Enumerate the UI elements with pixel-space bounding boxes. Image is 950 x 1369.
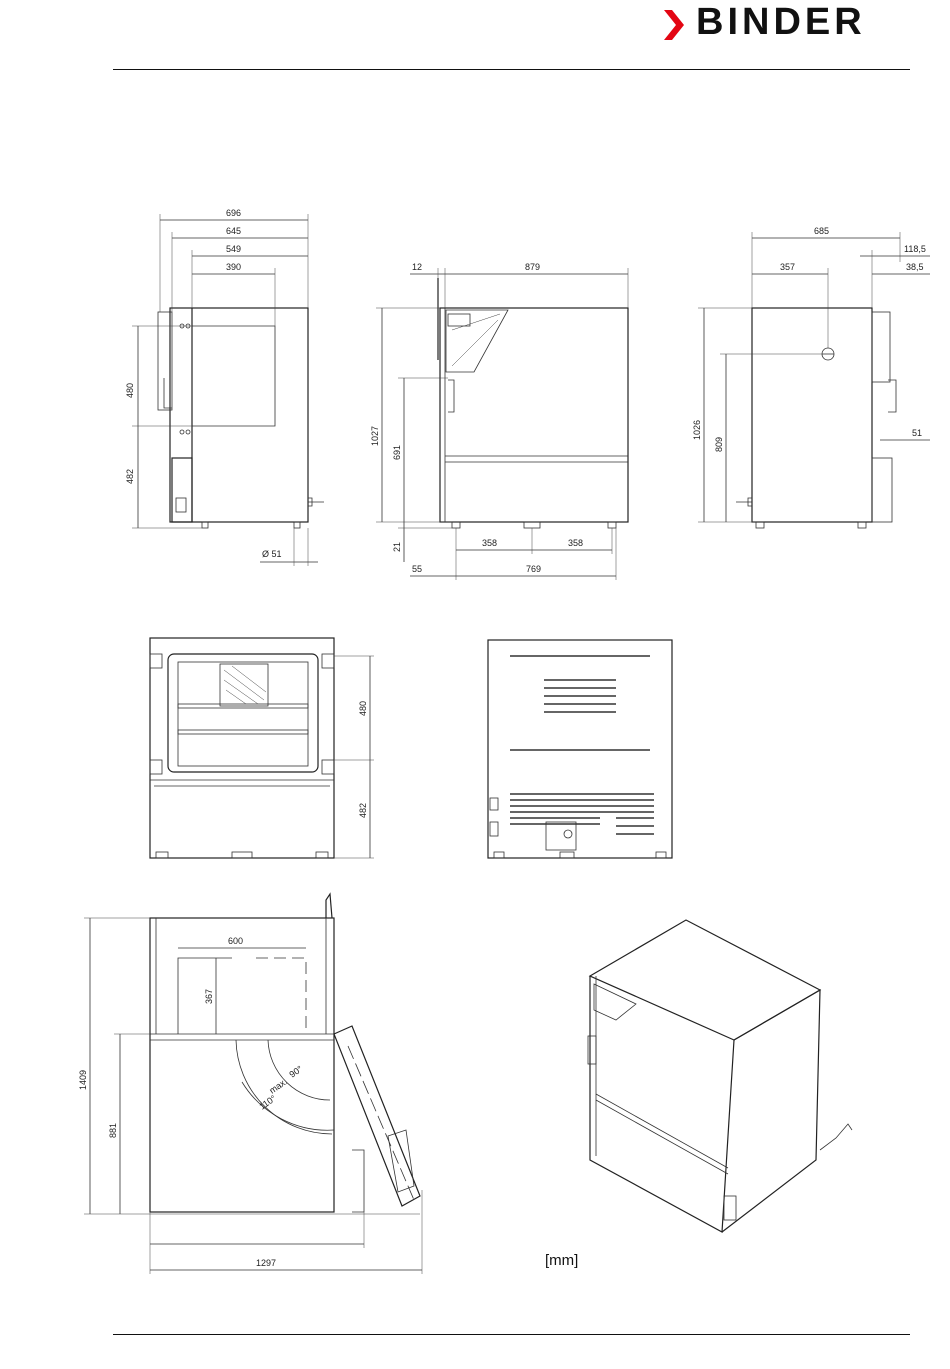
rear-width-51: 51 bbox=[912, 428, 922, 438]
front-height-480: 480 bbox=[125, 383, 135, 398]
rear-width-118-5: 118,5 bbox=[904, 244, 926, 254]
rear-height-1026: 1026 bbox=[692, 420, 702, 440]
angle-110: 110° bbox=[257, 1093, 278, 1112]
side-height-21: 21 bbox=[392, 542, 402, 552]
side-foot-span-769: 769 bbox=[526, 564, 541, 574]
open-door-outline bbox=[334, 1026, 420, 1206]
rear-width-685: 685 bbox=[814, 226, 829, 236]
top-inner-width-600: 600 bbox=[228, 936, 243, 946]
open-front-height-480: 480 bbox=[358, 701, 368, 716]
iso-switch-icon bbox=[724, 1196, 736, 1220]
side-height-691: 691 bbox=[392, 445, 402, 460]
front-width-390: 390 bbox=[226, 262, 241, 272]
front-width-645: 645 bbox=[226, 226, 241, 236]
open-front-height-482: 482 bbox=[358, 803, 368, 818]
connector-icon bbox=[564, 830, 572, 838]
angle-max: max. bbox=[267, 1076, 289, 1095]
top-view: 90° max. 110° 600 367 1409 881 1297 bbox=[78, 894, 422, 1274]
socket-icon bbox=[490, 798, 498, 810]
front-foot-diameter: Ø 51 bbox=[262, 549, 282, 559]
angle-90: 90° bbox=[287, 1063, 304, 1079]
side-height-1027: 1027 bbox=[370, 426, 380, 446]
front-cabinet-outline bbox=[170, 308, 308, 522]
door-handle-icon bbox=[588, 1036, 596, 1064]
front-height-482: 482 bbox=[125, 469, 135, 484]
back-panel-view bbox=[488, 640, 672, 858]
isometric-view bbox=[588, 920, 852, 1232]
side-cabinet-outline bbox=[440, 308, 628, 522]
side-offset-55: 55 bbox=[412, 564, 422, 574]
side-depth-879: 879 bbox=[525, 262, 540, 272]
front-width-696: 696 bbox=[226, 208, 241, 218]
side-depth-12: 12 bbox=[412, 262, 422, 272]
rear-width-38-5: 38,5 bbox=[906, 262, 924, 272]
power-switch-icon bbox=[176, 498, 186, 512]
top-total-width-1297: 1297 bbox=[256, 1258, 276, 1268]
open-front-view: 480 482 bbox=[150, 638, 374, 858]
rear-cabinet-outline bbox=[752, 308, 872, 522]
front-view: 696 645 549 390 480 482 Ø 51 bbox=[125, 208, 324, 566]
rear-view: 685 118,5 357 38,5 51 1026 809 bbox=[692, 226, 930, 528]
vent-slots-top bbox=[510, 656, 650, 750]
front-width-549: 549 bbox=[226, 244, 241, 254]
top-height-881: 881 bbox=[108, 1123, 118, 1138]
top-height-1409: 1409 bbox=[78, 1070, 88, 1090]
side-foot-358-right: 358 bbox=[568, 538, 583, 548]
rear-height-809: 809 bbox=[714, 437, 724, 452]
rear-width-357: 357 bbox=[780, 262, 795, 272]
side-view: 12 879 1027 691 21 358 358 55 769 bbox=[370, 262, 628, 580]
side-foot-358-left: 358 bbox=[482, 538, 497, 548]
top-inner-depth-367: 367 bbox=[204, 989, 214, 1004]
vent-slots-bottom bbox=[510, 794, 654, 834]
controller-panel-icon bbox=[594, 984, 636, 1020]
